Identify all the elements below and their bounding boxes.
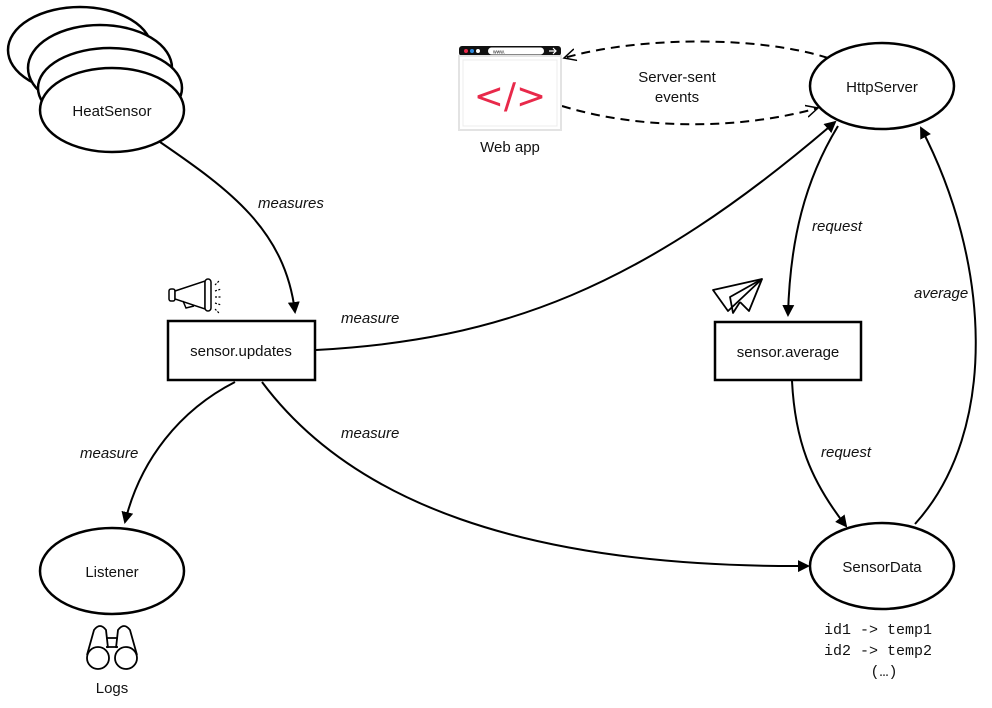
edge-label-request-2: request <box>821 444 872 461</box>
logs-label: Logs <box>96 680 129 697</box>
logs-group: Logs <box>86 625 138 697</box>
edge-label-request-1: request <box>812 218 863 235</box>
node-label-heatsensor: HeatSensor <box>72 103 151 120</box>
edge-measure-to-listener: measure <box>80 381 236 524</box>
edge-label-measure-listener: measure <box>80 445 138 462</box>
svg-text:www.: www. <box>493 50 505 56</box>
edge-measure-to-httpserver: measure <box>315 120 837 351</box>
node-sensor-updates[interactable]: sensor.updates <box>166 278 317 382</box>
node-label-sensor-updates: sensor.updates <box>190 343 292 360</box>
browser-code-icon: www. </> <box>458 46 562 131</box>
edge-sse-to-webapp <box>564 40 829 59</box>
edge-request-to-average: request <box>782 125 863 317</box>
megaphone-icon <box>168 278 222 314</box>
edge-request-to-sensordata: request <box>791 380 872 528</box>
edge-average-to-httpserver: average <box>914 126 977 525</box>
table-row: id2 -> temp2 <box>824 643 932 660</box>
sensor-data-table: id1 -> temp1 id2 -> temp2 (…) <box>824 622 932 681</box>
edge-label-measure-sensordata: measure <box>341 425 399 442</box>
code-glyph: </> <box>474 76 546 117</box>
node-sensor-average[interactable]: sensor.average <box>712 278 863 382</box>
binoculars-icon <box>86 625 138 670</box>
node-listener[interactable]: Listener <box>38 526 186 616</box>
edge-label-average: average <box>914 285 968 302</box>
node-label-sensordata: SensorData <box>842 559 922 576</box>
edge-measure-to-sensordata: measure <box>261 381 810 573</box>
edge-webapp-to-httpserver <box>561 106 818 126</box>
node-label-listener: Listener <box>85 564 138 581</box>
node-label-sensor-average: sensor.average <box>737 344 840 361</box>
edge-measures: measures <box>159 141 324 314</box>
sse-label-line-1: Server-sent <box>638 69 716 86</box>
node-heatsensor[interactable]: HeatSensor <box>6 5 186 154</box>
node-httpserver[interactable]: HttpServer <box>808 41 956 131</box>
edge-label-measure-http: measure <box>341 310 399 327</box>
node-label-httpserver: HttpServer <box>846 79 918 96</box>
sse-label-line-2: events <box>655 89 699 106</box>
node-sensordata[interactable]: SensorData <box>808 521 956 611</box>
table-row: id1 -> temp1 <box>824 622 932 639</box>
edge-label-measures: measures <box>258 195 324 212</box>
node-label-webapp: Web app <box>480 139 540 156</box>
table-row-ellipsis: (…) <box>870 664 897 681</box>
paper-plane-icon <box>712 278 763 314</box>
node-webapp[interactable]: www. </> Web app <box>458 46 562 156</box>
